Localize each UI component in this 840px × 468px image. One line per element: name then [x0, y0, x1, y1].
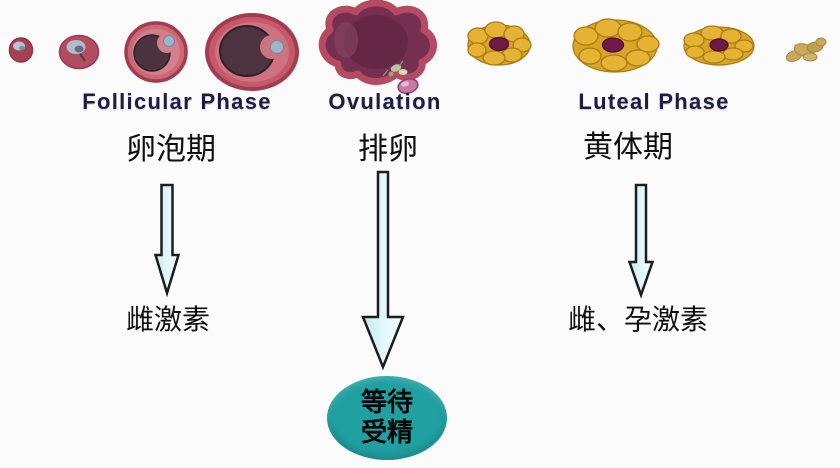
secondary-follicle-icon — [124, 21, 188, 83]
ovulation-zh-label: 排卵 — [358, 133, 418, 166]
down-arrow-follicular — [153, 183, 181, 298]
estrogen-progesterone-label: 雌、孕激素 — [567, 304, 709, 335]
corpus-luteum-forming-icon — [467, 21, 532, 66]
arrows-layer — [153, 170, 655, 371]
follicular-phase-zh-label: 卵泡期 — [126, 133, 216, 166]
primordial-follicle-icon — [8, 37, 34, 63]
growing-follicle-icon — [58, 34, 100, 70]
luteal-phase-zh-label: 黄体期 — [583, 131, 673, 164]
corpus-luteum-mature-icon — [572, 18, 660, 73]
estrogen-label: 雌激素 — [125, 304, 211, 335]
ovulation-label: Ovulation — [328, 89, 442, 114]
bubble-text-line1: 等待 — [360, 387, 413, 418]
follicular-phase-label: Follicular Phase — [82, 89, 272, 114]
mature-follicle-icon — [205, 13, 299, 91]
down-arrow-ovulation — [361, 170, 405, 371]
corpus-luteum-regressing-icon — [683, 25, 755, 66]
ovulating-follicle-icon — [318, 0, 437, 94]
cycle-illustration-strip — [8, 0, 827, 94]
down-arrow-luteal — [627, 183, 655, 299]
luteal-phase-label: Luteal Phase — [578, 89, 730, 114]
bubble-text-line2: 受精 — [360, 417, 413, 447]
corpus-albicans-icon — [785, 37, 827, 62]
await-fertilization-bubble: 等待 受精 — [327, 376, 447, 460]
released-egg-icon — [382, 60, 419, 94]
